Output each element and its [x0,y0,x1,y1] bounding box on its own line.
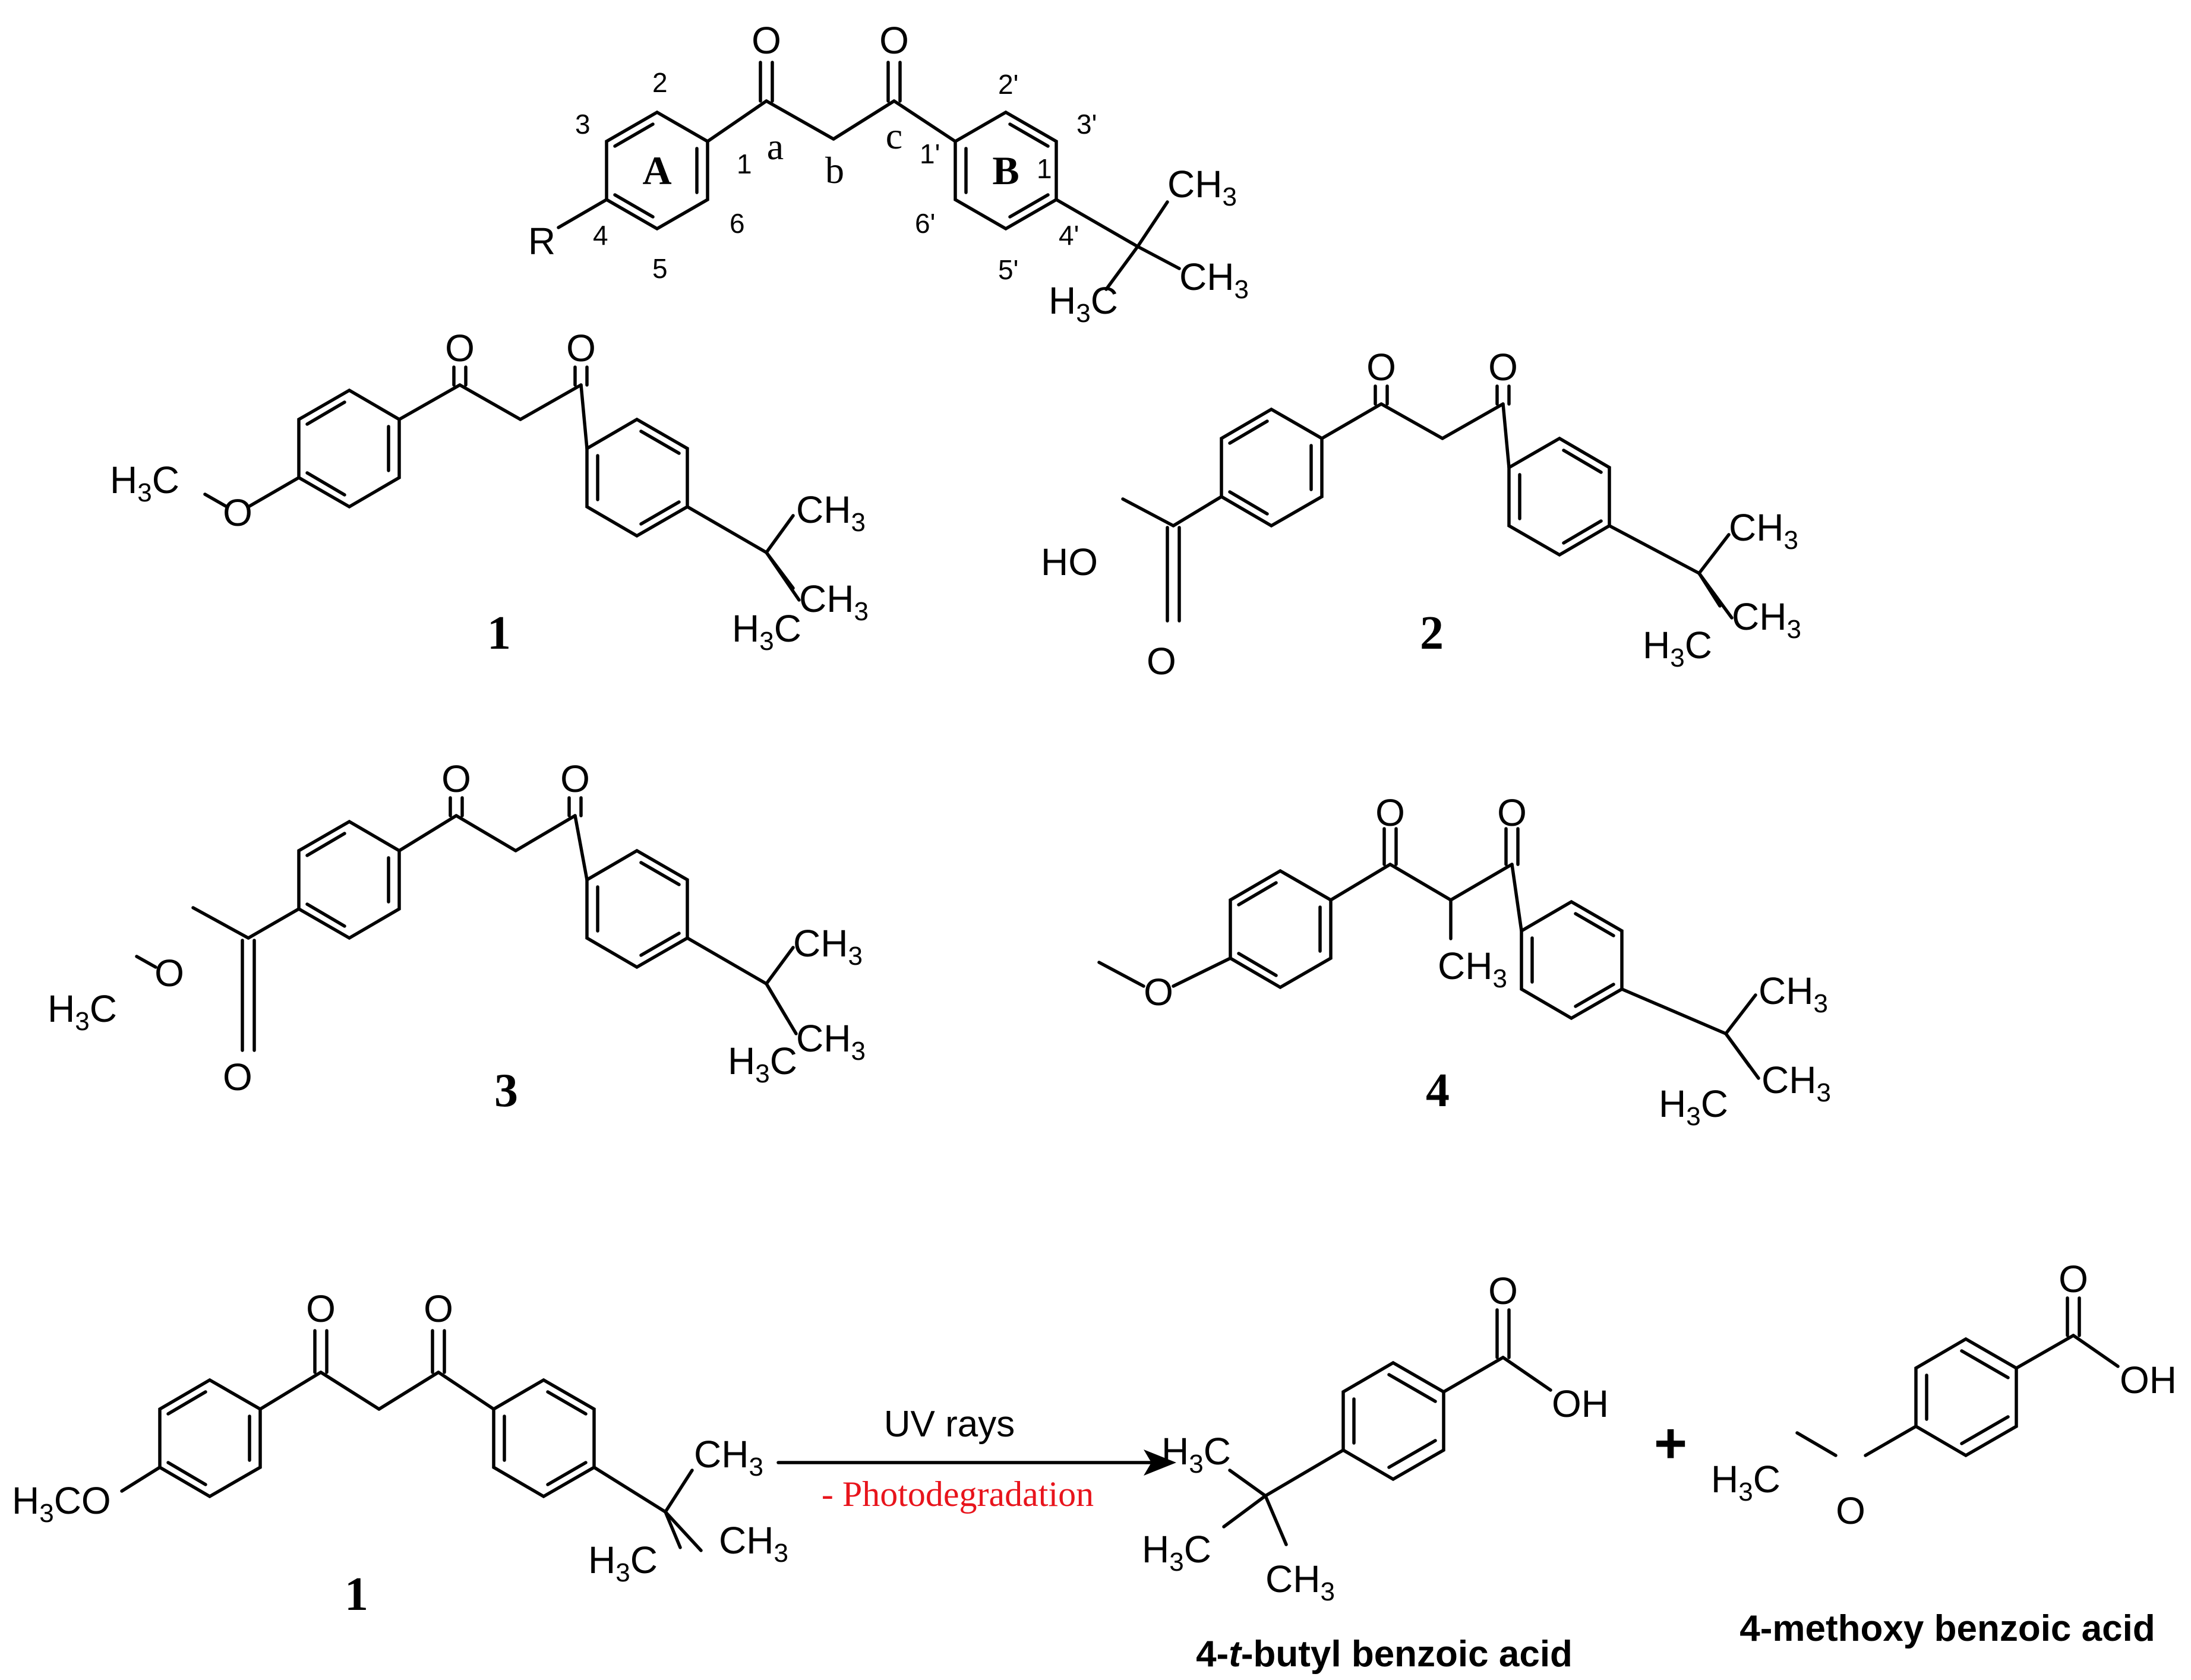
chain-label-b: b [825,149,844,191]
acid-carbonyl-oxygen: O [1488,1270,1518,1312]
arrow-sublabel: - Photodegradation [822,1474,1094,1514]
acid-hydroxyl: OH [2120,1359,2177,1401]
tbu-methyl-top: CH3 [1729,506,1798,555]
ketone-oxygen-2: O [424,1287,453,1330]
acid-carbonyl-oxygen: O [2059,1258,2088,1300]
tbu-methyl-bottom: CH3 [1265,1558,1335,1606]
tbu-methyl-left: H3C [1659,1082,1728,1131]
tbu-methyl-right: CH3 [796,1017,866,1066]
tbu-methyl-right: CH3 [1179,255,1249,304]
methoxy-group: H3C [1711,1458,1780,1507]
carbonyl-c-oxygen: O [879,19,909,62]
tbu-methyl-left: H3C [732,607,801,656]
ring-a-label: A [642,148,671,193]
tbu-methyl-top: CH3 [1167,163,1237,211]
ester-carbonyl-oxygen: O [223,1056,252,1098]
ring-a-pos-3: 3 [575,109,591,140]
ether-oxygen: O [1144,971,1173,1013]
acid-hydroxyl: OH [1552,1382,1609,1425]
compound-1: O O O H3C CH3 CH3 H3C 1 [110,327,869,659]
ring-a-pos-1: 1 [737,149,752,179]
ring-b-pos-2: 2' [998,69,1018,100]
ring-a-pos-2: 2 [652,67,668,98]
ether-oxygen: O [1836,1489,1865,1532]
tbu-methyl-right: CH3 [1761,1059,1831,1107]
compound-number-1: 1 [487,607,511,659]
compound-number-2: 2 [1420,607,1444,659]
carbonyl-a-oxygen: O [752,19,781,62]
tbu-methyl-right: CH3 [719,1519,788,1568]
tbu-methyl-left: H3C [1049,279,1118,328]
chain-label-c: c [886,115,902,157]
tbu-methyl-top: CH3 [793,922,863,971]
ketone-oxygen-2: O [560,757,590,800]
ketone-oxygen-2: O [1488,346,1518,389]
compound-3: O O O O H3C CH3 CH3 H3C 3 [48,757,866,1117]
reactant-number: 1 [345,1568,368,1621]
tbu-methyl-right: CH3 [1732,595,1801,644]
reaction-arrow: UV rays - Photodegradation [776,1404,1176,1514]
chain-label-a: a [767,125,784,168]
alpha-methyl: CH3 [1438,945,1507,993]
ring-a-pos-6: 6 [730,208,745,239]
tbu-methyl-right: CH3 [799,577,869,626]
ketone-oxygen-2: O [566,327,596,370]
ring-a-pos-5: 5 [652,253,668,284]
tbu-methyl-left: H3C [588,1539,658,1587]
ring-b-pos-6: 6' [915,208,935,239]
product-4-t-butyl-benzoic-acid: O OH H3C H3C CH3 4-t-butyl benzoic acid [1142,1270,1609,1675]
ring-b-label: B [992,148,1019,193]
ketone-oxygen-1: O [1366,346,1396,389]
methoxy-group: H3C [110,459,179,507]
ketone-oxygen-2: O [1497,791,1527,834]
tbu-methyl-left: H3C [728,1040,797,1088]
ring-b-pos-4: 4' [1059,220,1079,251]
ring-b-pos-5: 5' [998,254,1018,285]
tbu-methyl-top: CH3 [694,1433,763,1482]
general-structure: O O R CH3 CH3 H3C A B a b c 1 2 3 4 5 6 … [528,19,1249,328]
ester-oxygen: O [154,952,184,994]
acid-hydroxyl: HO [1041,541,1098,583]
ketone-oxygen-1: O [1375,791,1405,834]
methoxy-group: H3CO [12,1479,111,1528]
substituent-r-label: R [528,220,555,263]
plus-sign: + [1654,1411,1687,1475]
ketone-oxygen-1: O [306,1287,336,1330]
compound-4: O O O CH3 CH3 CH3 H3C 4 [1097,791,1831,1131]
tbu-methyl-top: CH3 [1759,970,1828,1018]
ring-a-pos-4: 4 [593,220,608,251]
tbu-methyl-left: H3C [1643,624,1712,672]
compound-number-4: 4 [1426,1065,1450,1117]
compound-number-3: 3 [494,1065,518,1117]
acid-carbonyl-oxygen: O [1147,640,1176,683]
arrow-label: UV rays [884,1404,1015,1445]
compound-2: O O HO O CH3 CH3 H3C 2 [1041,346,1801,683]
arrowhead [1144,1450,1176,1476]
tbu-methyl-top: CH3 [796,488,866,537]
ketone-oxygen-1: O [441,757,471,800]
product-1-name: 4-t-butyl benzoic acid [1196,1634,1573,1675]
reaction-reactant: O O H3CO CH3 CH3 H3C 1 [12,1287,788,1621]
ether-oxygen: O [223,491,252,534]
product-4-methoxy-benzoic-acid: O OH O H3C 4-methoxy benzoic acid [1711,1258,2177,1649]
tbu-methyl-upper: H3C [1161,1430,1231,1479]
ring-b-pos-1: 1' [920,138,940,169]
tbu-methyl-lower: H3C [1142,1528,1211,1577]
ring-b-pos-3: 3' [1076,109,1097,140]
ring-b-extra-digit: 1 [1037,153,1052,184]
ketone-oxygen-1: O [445,327,475,370]
product-2-name: 4-methoxy benzoic acid [1739,1608,2155,1649]
ester-methyl: H3C [48,987,117,1036]
